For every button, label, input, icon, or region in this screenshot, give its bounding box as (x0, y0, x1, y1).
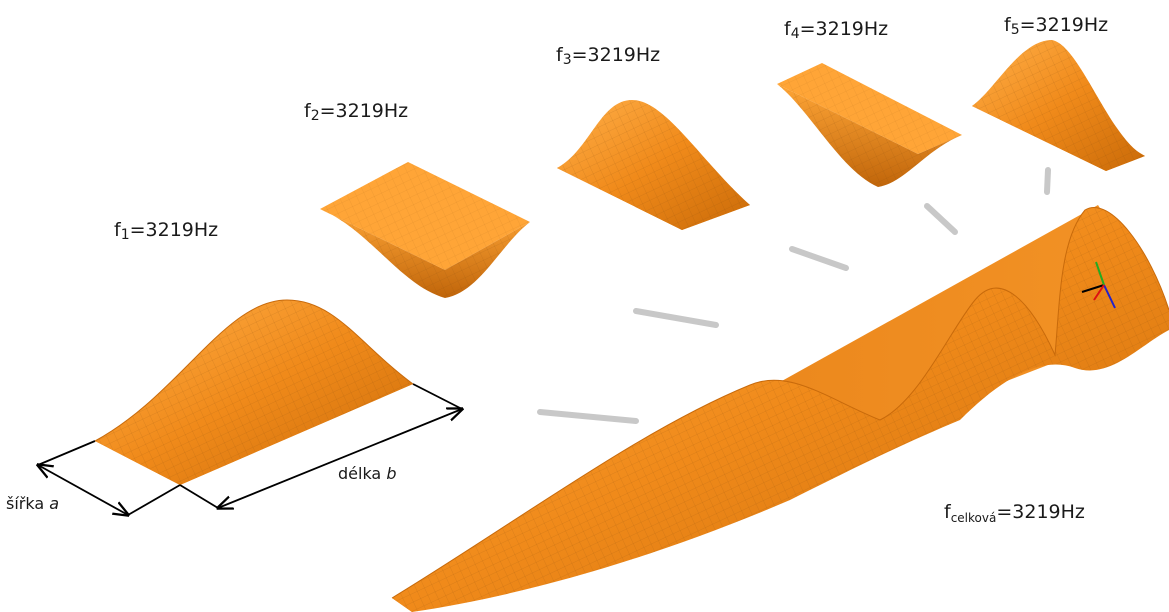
axis-triad-icon (1081, 261, 1116, 309)
connector-4 (924, 203, 958, 235)
mode-shape-combined (391, 205, 1169, 612)
length-ext-1 (179, 484, 219, 509)
dimension-arrows (37, 383, 463, 516)
connector-2 (633, 308, 719, 328)
width-ext-1 (37, 440, 96, 466)
length-ext-2 (412, 383, 463, 410)
length-arrow (218, 409, 462, 508)
connector-3 (789, 246, 849, 271)
connector-1 (537, 409, 639, 424)
width-ext-2 (127, 484, 181, 516)
label-f4: f4=3219Hz (784, 18, 889, 42)
connector-5 (1044, 167, 1051, 195)
connector-lines (537, 167, 1051, 424)
width-arrow (38, 465, 128, 515)
mode-shape-f4 (777, 63, 962, 187)
label-f1: f1=3219Hz (114, 219, 219, 243)
mode-shape-f5 (972, 40, 1145, 171)
label-f2: f2=3219Hz (304, 100, 409, 124)
mode-shape-f3 (557, 100, 750, 230)
label-f-total: fcelková=3219Hz (944, 501, 1085, 525)
label-f3: f3=3219Hz (556, 44, 661, 68)
label-f5: f5=3219Hz (1004, 14, 1109, 38)
length-label: délka b (338, 464, 397, 483)
mode-shape-f2 (320, 162, 530, 298)
width-label: šířka a (6, 494, 60, 513)
mode-shape-f1 (94, 299, 414, 485)
